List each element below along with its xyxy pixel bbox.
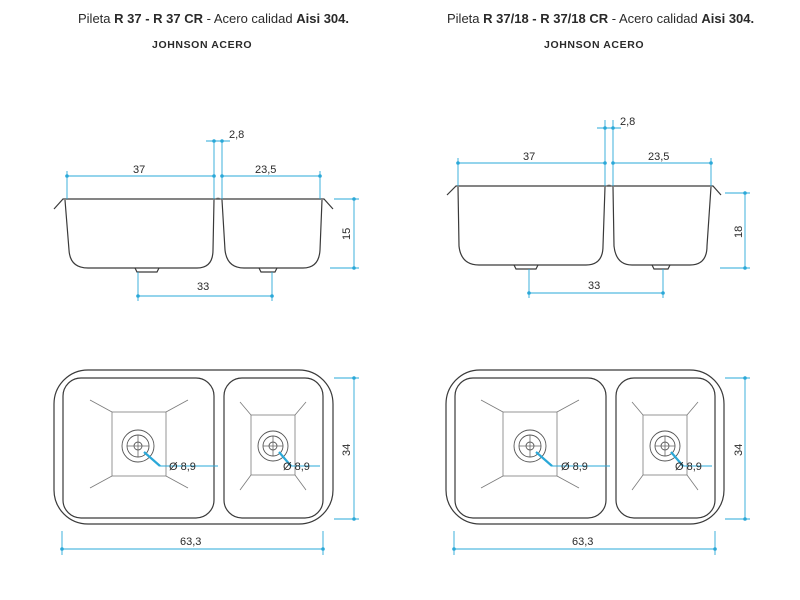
steel-grade: Aisi 304.	[701, 11, 755, 26]
dim-drain-spacing: 33	[588, 280, 600, 292]
title-material: - Acero calidad	[608, 11, 702, 26]
large-bowl-section	[457, 186, 606, 266]
small-bowl	[615, 377, 716, 519]
drain-neck-large	[513, 264, 539, 270]
drain-strainer-icon	[121, 429, 155, 463]
drain-neck-small	[258, 267, 278, 273]
small-bowl	[223, 377, 324, 519]
outer-rim	[445, 369, 725, 525]
sink-1-section-view: 37 23,5 2,8 15 33	[53, 129, 359, 301]
dim-total-width: 63,3	[180, 536, 201, 548]
sink-2-plan-view: Ø 8,9 Ø 8,9 34 63,3	[445, 369, 750, 555]
title-prefix: Pileta	[78, 11, 115, 26]
dim-divider: 2,8	[229, 129, 244, 141]
drain-diameter-large: Ø 8,9	[169, 461, 196, 473]
dim-divider: 2,8	[620, 116, 635, 128]
small-bowl-section	[221, 199, 323, 269]
sink-1-plan-view: Ø 8,9 Ø 8,9 34 63,3	[53, 369, 359, 555]
small-bowl-section	[612, 186, 712, 266]
rim-outline	[446, 185, 722, 196]
large-bowl-section	[64, 199, 215, 269]
sink-2-section-view: 37 23,5 2,8 18 33	[446, 116, 750, 298]
sink-2-title: Pileta R 37/18 - R 37/18 CR - Acero cali…	[447, 11, 754, 26]
title-material: - Acero calidad	[203, 11, 297, 26]
dim-depth: 18	[733, 226, 745, 238]
dim-large-width: 37	[133, 164, 145, 176]
sink-1-brand: JOHNSON ACERO	[152, 39, 253, 51]
drain-neck-small	[651, 264, 671, 270]
title-prefix: Pileta	[447, 11, 484, 26]
model-code: R 37 - R 37 CR	[114, 11, 204, 26]
drain-diameter-small: Ø 8,9	[675, 461, 702, 473]
sink-2-brand: JOHNSON ACERO	[544, 39, 645, 51]
dim-height: 34	[341, 444, 353, 456]
dim-small-width: 23,5	[648, 151, 669, 163]
dim-total-width: 63,3	[572, 536, 593, 548]
drain-strainer-icon	[649, 430, 681, 462]
drain-neck-large	[134, 267, 160, 273]
dim-height: 34	[733, 444, 745, 456]
dim-large-width: 37	[523, 151, 535, 163]
dim-small-width: 23,5	[255, 164, 276, 176]
drain-strainer-icon	[257, 430, 289, 462]
drain-strainer-icon	[513, 429, 547, 463]
drain-diameter-large: Ø 8,9	[561, 461, 588, 473]
drain-diameter-small: Ø 8,9	[283, 461, 310, 473]
sink-1-title: Pileta R 37 - R 37 CR - Acero calidad Ai…	[78, 11, 349, 26]
dim-drain-spacing: 33	[197, 281, 209, 293]
large-bowl	[62, 377, 215, 519]
rim-outline	[53, 198, 334, 210]
outer-rim	[53, 369, 334, 525]
model-code: R 37/18 - R 37/18 CR	[483, 11, 609, 26]
steel-grade: Aisi 304.	[296, 11, 349, 26]
large-bowl	[454, 377, 607, 519]
dim-depth: 15	[341, 228, 353, 240]
